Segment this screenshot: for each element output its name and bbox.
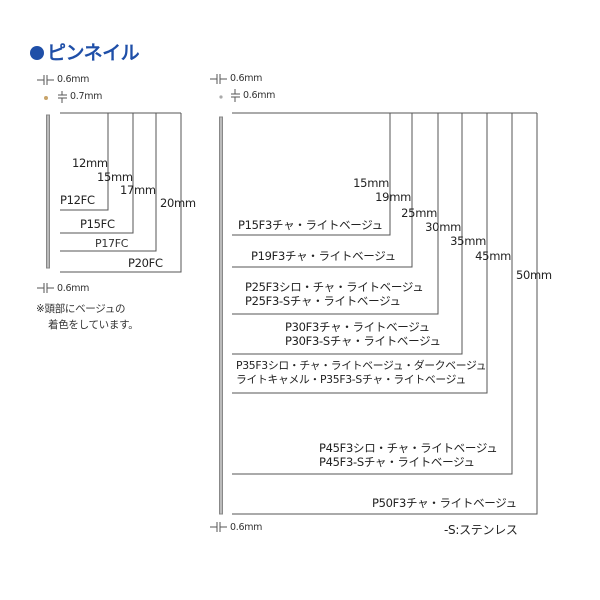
product-label: P45F3シロ・チャ・ライトベージュ <box>319 441 498 455</box>
right-head-height-mark <box>231 89 240 102</box>
right-shank-width: 0.6mm <box>230 522 263 533</box>
product-label: ライトキャメル・P35F3-Sチャ・ライトベージュ <box>236 373 466 386</box>
section-title: ピンネイル <box>30 38 140 65</box>
product-label: P15FC <box>80 217 115 231</box>
right-length-lines <box>232 112 538 515</box>
length-label: 15mm <box>353 176 389 190</box>
right-head-height: 0.6mm <box>243 90 276 101</box>
product-label: P50F3チャ・ライトベージュ <box>372 496 517 510</box>
left-shank-width-mark <box>37 283 54 293</box>
left-head-width: 0.6mm <box>57 74 90 85</box>
right-nail-head <box>219 95 223 99</box>
product-label: P25F3シロ・チャ・ライトベージュ <box>245 280 424 294</box>
note-line: 着色をしています。 <box>48 319 139 331</box>
length-label: 20mm <box>160 196 196 210</box>
length-label: 30mm <box>425 220 461 234</box>
left-length-lines <box>60 112 182 273</box>
product-label: P25F3-Sチャ・ライトベージュ <box>245 294 401 308</box>
length-label: 15mm <box>97 170 133 184</box>
length-label: 19mm <box>375 190 411 204</box>
left-nail-head <box>44 96 48 100</box>
left-shank-width: 0.6mm <box>57 283 90 294</box>
product-label: P45F3-Sチャ・ライトベージュ <box>319 455 475 469</box>
length-label: 45mm <box>475 249 511 263</box>
bullet-icon <box>30 46 44 60</box>
product-label: P30F3チャ・ライトベージュ <box>285 320 430 334</box>
product-label: P19F3チャ・ライトベージュ <box>251 249 396 263</box>
right-head-width: 0.6mm <box>230 73 263 84</box>
left-head-height-mark <box>58 91 67 103</box>
length-label: 12mm <box>72 156 108 170</box>
length-label: 17mm <box>120 183 156 197</box>
product-label: P15F3チャ・ライトベージュ <box>238 218 383 232</box>
left-head-width-mark <box>37 75 54 85</box>
length-label: 50mm <box>516 268 552 282</box>
stainless-legend: -S:ステンレス <box>444 523 518 537</box>
product-label: P12FC <box>60 193 95 207</box>
product-label: P20FC <box>128 256 163 270</box>
note-line: ※頭部にベージュの <box>36 303 126 315</box>
left-nail-shank <box>46 114 50 269</box>
right-nail-shank <box>219 116 223 515</box>
right-head-width-mark <box>210 74 227 84</box>
length-label: 25mm <box>401 206 437 220</box>
product-label: P30F3-Sチャ・ライトベージュ <box>285 334 441 348</box>
product-label: P17FC <box>95 237 129 250</box>
product-label: P35F3シロ・チャ・ライトベージュ・ダークベージュ <box>236 359 487 372</box>
length-label: 35mm <box>450 234 486 248</box>
title-text: ピンネイル <box>47 42 140 64</box>
left-head-height: 0.7mm <box>70 91 103 102</box>
right-shank-width-mark <box>210 522 227 532</box>
